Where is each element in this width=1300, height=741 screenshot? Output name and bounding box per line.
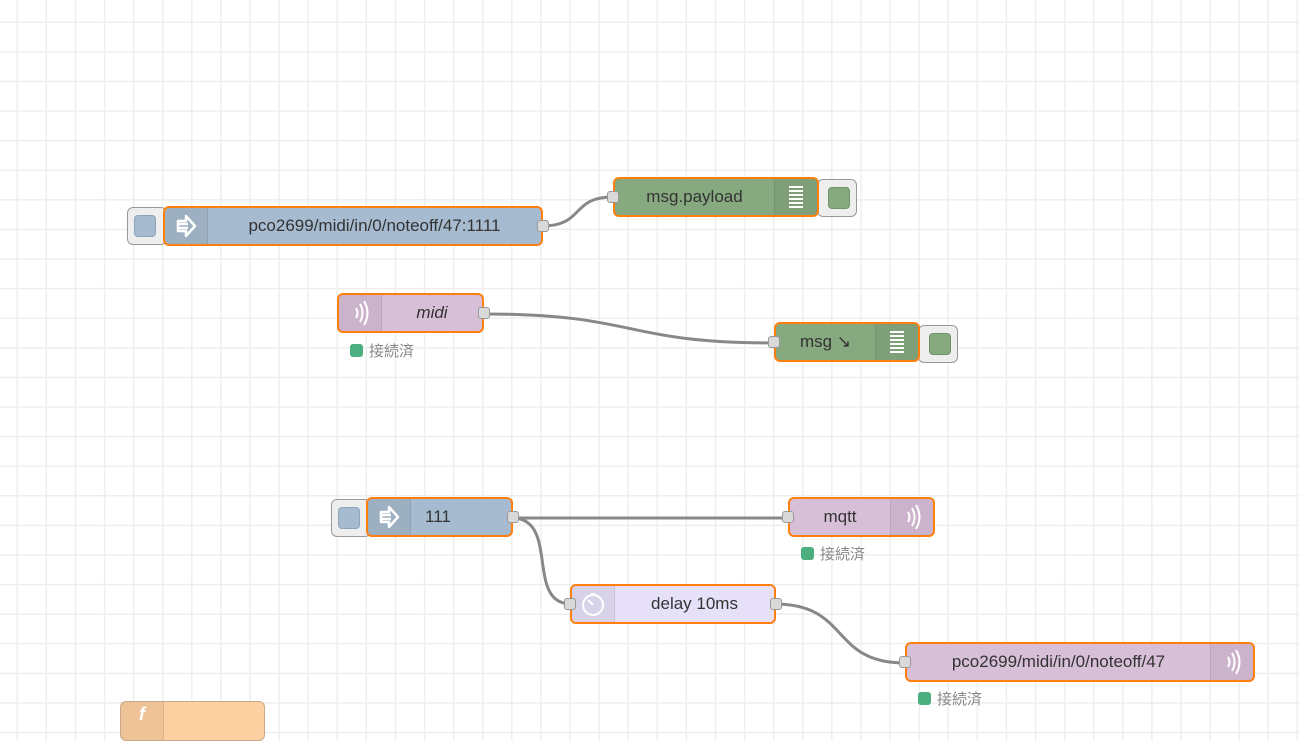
debug-toggle-button[interactable] <box>918 325 958 363</box>
wire-midi-to-debug-msg[interactable] <box>482 312 776 345</box>
radio-waves-icon <box>1210 644 1253 680</box>
debug-toggle-button[interactable] <box>817 179 857 217</box>
status-connected-dot <box>918 692 931 705</box>
output-port[interactable] <box>770 598 782 610</box>
inject-trigger-button[interactable] <box>127 207 167 245</box>
node-label: pco2699/midi/in/0/noteoff/47:1111 <box>248 216 501 235</box>
inject-node-noteoff[interactable]: pco2699/midi/in/0/noteoff/47:1111 <box>163 206 549 246</box>
node-label: pco2699/midi/in/0/noteoff/47 <box>951 652 1166 671</box>
debug-toggle-square <box>828 187 850 209</box>
inject-node-111[interactable]: 111 <box>366 497 519 537</box>
node-status-noteoff: 接続済 <box>918 688 982 709</box>
node-label: 111 <box>425 507 451 526</box>
delay-node[interactable]: delay 10ms <box>564 584 782 624</box>
wire-delay-to-noteoff[interactable] <box>774 602 906 665</box>
inject-trigger-square <box>134 215 156 237</box>
status-text: 接続済 <box>820 546 866 563</box>
function-node[interactable]: f <box>120 701 265 741</box>
output-port[interactable] <box>537 220 549 232</box>
input-port[interactable] <box>607 191 619 203</box>
mqtt-out-node-noteoff[interactable]: pco2699/midi/in/0/noteoff/47 <box>899 642 1255 682</box>
output-port[interactable] <box>507 511 519 523</box>
debug-node-payload[interactable]: msg.payload <box>607 177 819 217</box>
status-connected-dot <box>801 547 814 560</box>
mqtt-in-node-midi[interactable]: midi <box>337 293 490 333</box>
input-port[interactable] <box>899 656 911 668</box>
debug-node-msg[interactable]: msg ↘ <box>768 322 920 362</box>
node-label: msg.payload <box>646 187 743 206</box>
node-status-midi: 接続済 <box>350 340 414 361</box>
status-text: 接続済 <box>937 691 983 708</box>
node-label: midi <box>416 303 448 322</box>
arrow-right-icon <box>165 208 208 244</box>
radio-waves-icon <box>339 295 382 331</box>
node-label: delay 10ms <box>651 594 738 613</box>
node-status-mqtt: 接続済 <box>801 543 865 564</box>
radio-waves-icon <box>890 499 933 535</box>
list-icon <box>774 179 817 215</box>
arrow-right-icon <box>368 499 411 535</box>
node-label: msg ↘ <box>799 332 852 351</box>
mqtt-out-node[interactable]: mqtt <box>782 497 935 537</box>
output-port[interactable] <box>478 307 490 319</box>
input-port[interactable] <box>768 336 780 348</box>
debug-toggle-square <box>929 333 951 355</box>
input-port[interactable] <box>564 598 576 610</box>
status-text: 接続済 <box>369 343 415 360</box>
input-port[interactable] <box>782 511 794 523</box>
node-label: mqtt <box>823 507 857 526</box>
wire-111-to-delay[interactable] <box>511 516 572 606</box>
wire-inject-noteoff-to-debug-payload[interactable] <box>541 195 614 228</box>
timer-icon <box>572 586 615 622</box>
inject-trigger-button[interactable] <box>331 499 371 537</box>
inject-trigger-square <box>338 507 360 529</box>
list-icon <box>875 324 918 360</box>
status-connected-dot <box>350 344 363 357</box>
function-icon: f <box>121 702 164 740</box>
